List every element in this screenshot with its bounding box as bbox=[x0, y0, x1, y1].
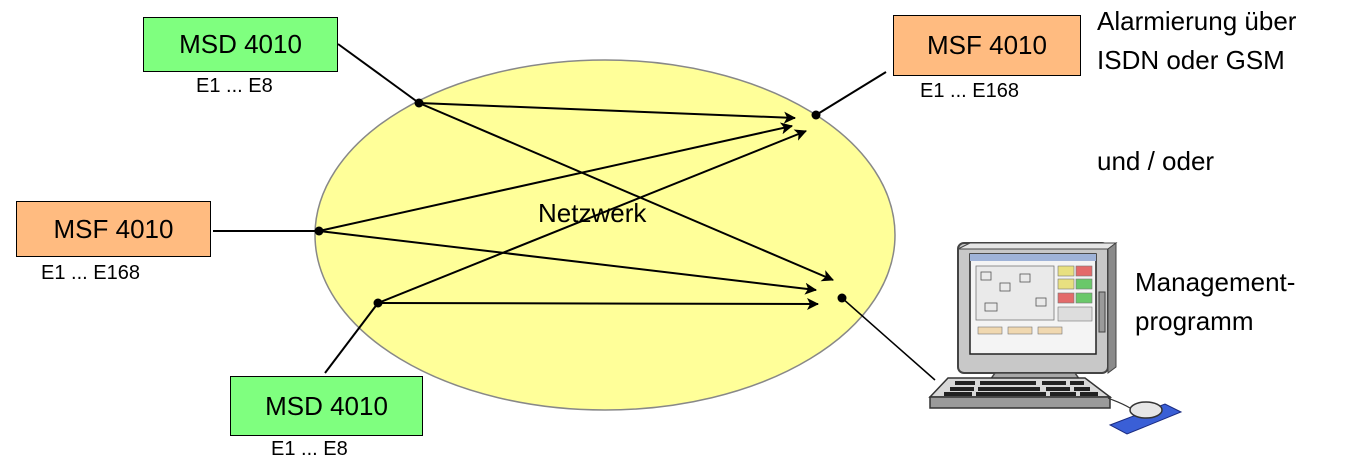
network-ellipse bbox=[314, 59, 896, 411]
link-computer bbox=[841, 297, 936, 381]
msd-bottom-title: MSD 4010 bbox=[265, 390, 388, 421]
link-msd-bottom bbox=[324, 302, 379, 374]
arrow-msdtop-to-msfright bbox=[418, 102, 796, 124]
msd-top-title: MSD 4010 bbox=[179, 29, 302, 59]
management-text-line2: programm bbox=[1135, 306, 1254, 336]
node-dot-msf-left bbox=[314, 226, 324, 236]
msf-left-title: MSF 4010 bbox=[53, 213, 174, 244]
msf-right-title: MSF 4010 bbox=[927, 30, 1047, 60]
msf-left-range: E1 ... E168 bbox=[41, 262, 140, 284]
management-text-line1: Management- bbox=[1135, 267, 1296, 297]
node-dot-computer bbox=[837, 293, 847, 303]
msf-right-box: MSF 4010 bbox=[893, 15, 1081, 76]
msd-bottom-box: MSD 4010 bbox=[230, 376, 423, 436]
arrow-msfleft-to-computer bbox=[318, 230, 817, 295]
arrow-msdtop-to-computer bbox=[418, 102, 834, 282]
msd-bottom-range: E1 ... E8 bbox=[271, 438, 348, 460]
arrow-msdbottom-to-computer bbox=[377, 297, 819, 310]
link-msd-top bbox=[337, 43, 420, 104]
arrow-msdbottom-to-msfright bbox=[377, 129, 807, 304]
alarm-text-line2: ISDN oder GSM bbox=[1097, 45, 1285, 75]
network-label: Netzwerk bbox=[538, 198, 647, 228]
arrow-msfleft-to-msfright bbox=[318, 122, 793, 232]
msd-top-range: E1 ... E8 bbox=[196, 75, 273, 97]
link-msf-right bbox=[815, 71, 887, 116]
msd-top-box: MSD 4010 bbox=[143, 17, 338, 72]
node-dot-msd-bottom bbox=[373, 298, 383, 308]
node-dot-msf-right bbox=[811, 110, 821, 120]
and-or-text: und / oder bbox=[1097, 146, 1215, 176]
alarm-text-line1: Alarmierung über bbox=[1097, 6, 1297, 36]
msf-right-range: E1 ... E168 bbox=[920, 80, 1019, 102]
computer-workstation-icon bbox=[928, 242, 1183, 435]
node-dot-msd-top bbox=[414, 98, 424, 108]
msf-left-box: MSF 4010 bbox=[16, 201, 211, 257]
